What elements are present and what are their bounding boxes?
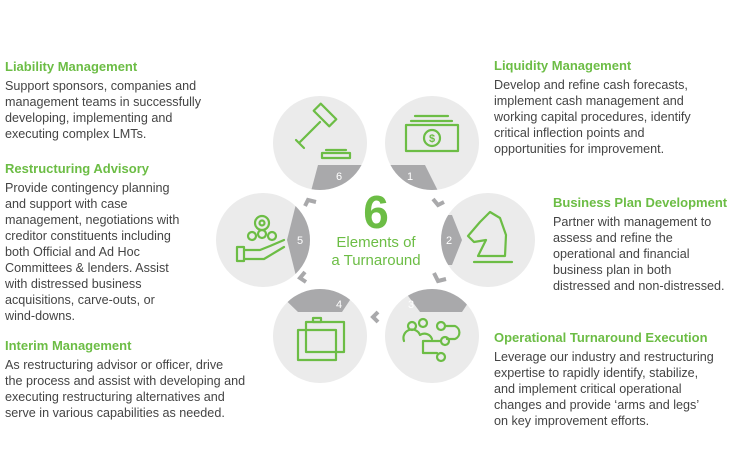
body-line: As restructuring advisor or officer, dri…: [5, 358, 224, 372]
element-title: Business Plan Development: [553, 195, 728, 210]
cash-icon: $: [404, 114, 460, 153]
body-line: executing complex LMTs.: [5, 127, 147, 141]
body-line: opportunities for improvement.: [494, 142, 665, 156]
body-line: expertise to rapidly identify, stabilize…: [494, 366, 699, 380]
element-liability-management: Liability Management Support sponsors, c…: [5, 59, 201, 142]
svg-text:$: $: [429, 133, 435, 145]
tab-label-3: 3: [408, 299, 414, 311]
body-line: with distressed business: [5, 277, 142, 291]
element-title: Restructuring Advisory: [5, 161, 149, 176]
body-line: creditor constituents including: [5, 229, 171, 243]
body-line: serve in various capabilities as needed.: [5, 406, 225, 420]
tab-label-1: 1: [407, 171, 413, 183]
tab-label-6: 6: [336, 171, 342, 183]
center-line-2: a Turnaround: [331, 252, 421, 269]
center-label: 6 Elements of a Turnaround: [320, 186, 432, 270]
body-line: executing restructuring alternatives and: [5, 390, 225, 404]
body-line: wind-downs.: [5, 309, 75, 323]
body-line: working capital procedures, identify: [494, 110, 691, 124]
body-line: and implement critical operational: [494, 382, 682, 396]
tab-5: [287, 200, 310, 280]
element-title: Interim Management: [5, 338, 132, 353]
element-title: Liquidity Management: [494, 58, 632, 73]
tab-label-2: 2: [446, 235, 452, 247]
arrow-4-5: [297, 270, 308, 284]
body-line: Partner with management to: [553, 215, 712, 229]
center-line-1: Elements of: [336, 234, 416, 251]
tab-2: [441, 215, 462, 265]
tab-label-4: 4: [336, 299, 342, 311]
arrow-1-2: [431, 197, 445, 208]
body-line: changes and provide ‘arms and legs’: [494, 398, 700, 412]
body-line: business plan in both: [553, 263, 672, 277]
body-line: and support with case: [5, 197, 128, 211]
body-line: management teams in successfully: [5, 95, 201, 109]
body-line: both Official and Ad Hoc: [5, 245, 140, 259]
body-line: operational and financial: [553, 247, 690, 261]
body-line: distressed and non-distressed.: [553, 279, 725, 293]
hand-people-gear-icon: [235, 214, 286, 263]
gavel-icon: [294, 102, 352, 160]
arrow-5-6: [303, 197, 317, 207]
element-title: Liability Management: [5, 59, 138, 74]
tab-label-5: 5: [297, 235, 303, 247]
element-interim-management: Interim Management As restructuring advi…: [5, 338, 245, 421]
circle-3: [385, 289, 479, 383]
team-flow-icon: [402, 317, 461, 363]
body-line: Leverage our industry and restructuring: [494, 350, 714, 364]
center-number: 6: [363, 186, 389, 238]
body-line: implement cash management and: [494, 94, 684, 108]
body-line: assess and refine the: [553, 231, 673, 245]
body-line: the process and assist with developing a…: [5, 374, 246, 388]
body-line: Committees & lenders. Assist: [5, 261, 169, 275]
element-operational-turnaround-execution: Operational Turnaround Execution Leverag…: [494, 330, 714, 429]
briefcase-icon: [296, 316, 346, 362]
body-line: developing, implementing and: [5, 111, 173, 125]
circle-2: [441, 193, 535, 287]
circle-4: [273, 289, 367, 383]
body-line: on key improvement efforts.: [494, 414, 650, 428]
chess-knight-icon: [466, 210, 514, 264]
body-line: management, negotiations with: [5, 213, 180, 227]
element-title: Operational Turnaround Execution: [494, 330, 708, 345]
body-line: critical inflection points and: [494, 126, 645, 140]
body-line: acquisitions, carve-outs, or: [5, 293, 155, 307]
element-liquidity-management: Liquidity Management Develop and refine …: [494, 58, 691, 157]
arrow-3-4: [370, 310, 380, 324]
element-business-plan-development: Business Plan Development Partner with m…: [553, 195, 727, 294]
element-restructuring-advisory: Restructuring Advisory Provide contingen…: [5, 161, 179, 324]
body-line: Support sponsors, companies and: [5, 79, 197, 93]
circle-5: [216, 193, 310, 287]
body-line: Develop and refine cash forecasts,: [494, 78, 688, 92]
arrow-2-3: [432, 272, 447, 284]
body-line: Provide contingency planning: [5, 181, 170, 195]
